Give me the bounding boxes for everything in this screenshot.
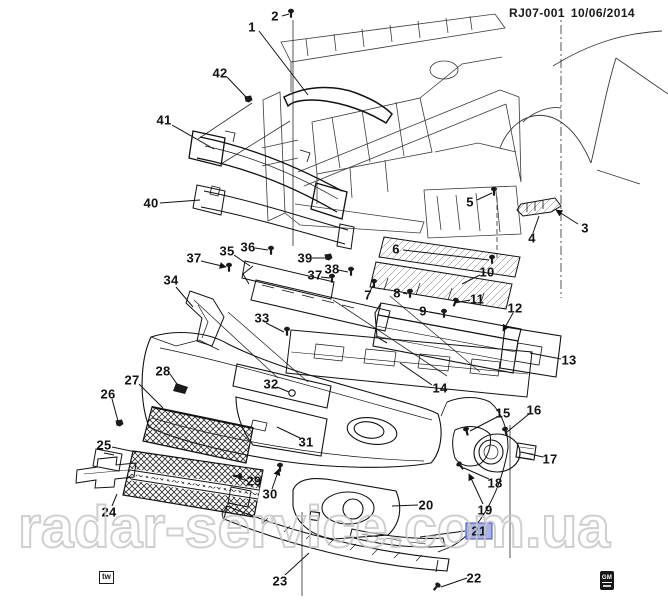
callout-17[interactable]: 17	[542, 451, 558, 467]
under-deflector-panels	[369, 236, 521, 310]
callout-39[interactable]: 39	[297, 250, 313, 266]
callout-28[interactable]: 28	[155, 363, 171, 379]
callout-6[interactable]: 6	[392, 241, 400, 257]
lower-grille	[122, 450, 264, 518]
impact-bar-upper	[188, 130, 348, 220]
footer-tw-mark: tw	[99, 571, 114, 584]
callout-7[interactable]: 7	[364, 287, 372, 303]
drawing-number-header: RJ07-001 10/06/2014	[509, 6, 641, 20]
callout-27[interactable]: 27	[124, 372, 140, 388]
callout-5[interactable]: 5	[466, 194, 474, 210]
front-lower-spoiler	[221, 505, 450, 573]
callout-9[interactable]: 9	[419, 303, 427, 319]
callout-25[interactable]: 25	[96, 437, 112, 453]
callout-21[interactable]: 21	[465, 522, 493, 540]
bowtie-emblem	[75, 448, 137, 489]
drawing-date: 10/06/2014	[570, 6, 635, 20]
callout-23[interactable]: 23	[272, 573, 288, 589]
clip-28-part	[173, 383, 188, 394]
callout-29[interactable]: 29	[246, 473, 262, 489]
lower-air-deflector	[285, 329, 533, 398]
callout-26[interactable]: 26	[100, 386, 116, 402]
callout-3[interactable]: 3	[581, 220, 589, 236]
callout-32[interactable]: 32	[263, 376, 279, 392]
callout-40[interactable]: 40	[143, 195, 159, 211]
callout-30[interactable]: 30	[262, 486, 278, 502]
callout-15[interactable]: 15	[495, 405, 511, 421]
callout-10[interactable]: 10	[479, 264, 495, 280]
callout-41[interactable]: 41	[156, 112, 172, 128]
callout-18[interactable]: 18	[487, 475, 503, 491]
spoiler-strip	[349, 528, 446, 548]
callout-24[interactable]: 24	[101, 504, 117, 520]
gm-logo-text: GM	[601, 574, 613, 583]
callout-34[interactable]: 34	[163, 272, 179, 288]
callout-1[interactable]: 1	[248, 19, 256, 35]
upper-grille	[142, 406, 254, 464]
callout-37[interactable]: 37	[307, 267, 323, 283]
callout-22[interactable]: 22	[466, 570, 482, 586]
callout-11[interactable]: 11	[469, 291, 485, 307]
callout-36[interactable]: 36	[240, 239, 256, 255]
fender-sketch	[499, 30, 668, 185]
fog-lamp	[473, 433, 537, 473]
leader-lines	[111, 13, 579, 588]
callout-14[interactable]: 14	[432, 380, 448, 396]
fascia-corner-fragment	[437, 397, 509, 553]
callout-37[interactable]: 37	[186, 250, 202, 266]
energy-absorber-bar	[372, 302, 562, 378]
callout-16[interactable]: 16	[526, 402, 542, 418]
callout-20[interactable]: 20	[418, 497, 434, 513]
callout-13[interactable]: 13	[561, 352, 577, 368]
drawing-code: RJ07-001	[509, 6, 565, 20]
callout-8[interactable]: 8	[393, 285, 401, 301]
side-deflector	[185, 290, 225, 347]
callout-38[interactable]: 38	[324, 261, 340, 277]
callout-42[interactable]: 42	[212, 65, 228, 81]
fog-lamp-bezel	[292, 478, 401, 540]
small-bracket	[227, 486, 252, 508]
gm-logo: GM	[600, 571, 614, 590]
engine-bay-sketch	[261, 13, 522, 239]
gm-logo-underline	[603, 584, 611, 587]
fender-bracket	[516, 197, 562, 217]
callout-19[interactable]: 19	[477, 502, 493, 518]
air-baffle-upper	[241, 260, 391, 332]
callout-33[interactable]: 33	[254, 310, 270, 326]
sight-shield-part	[283, 86, 393, 125]
callout-12[interactable]: 12	[507, 300, 523, 316]
callout-4[interactable]: 4	[528, 230, 536, 246]
callout-35[interactable]: 35	[219, 243, 235, 259]
callout-31[interactable]: 31	[298, 434, 314, 450]
callout-2[interactable]: 2	[271, 8, 279, 24]
